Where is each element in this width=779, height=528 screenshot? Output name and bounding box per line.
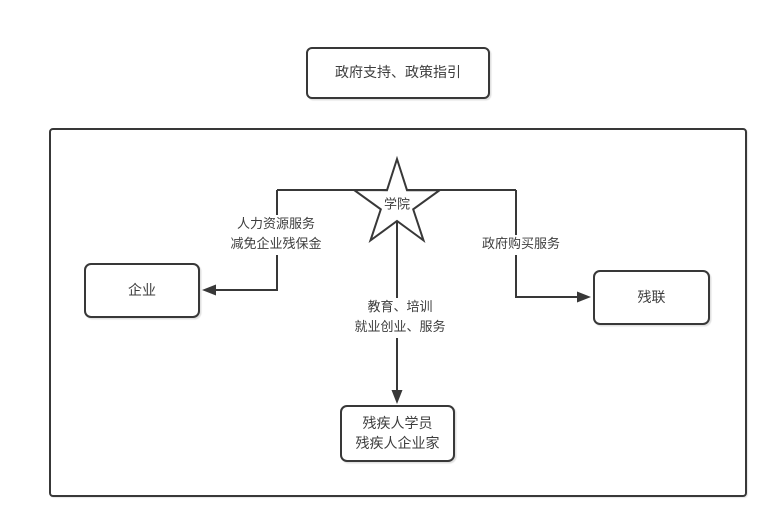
federation-box: 残联 xyxy=(593,270,710,325)
trainees-box: 残疾人学员 残疾人企业家 xyxy=(340,405,455,462)
government-support-box: 政府支持、政策指引 xyxy=(306,47,490,99)
trainees-label-line1: 残疾人学员 xyxy=(362,415,433,432)
arrowhead-right xyxy=(577,291,591,303)
edge-label-education-line1: 教育、培训 xyxy=(367,300,433,315)
arrowhead-down xyxy=(391,390,403,404)
trainees-label-line2: 残疾人企业家 xyxy=(355,435,440,452)
edge-label-hr-services-line2: 减免企业残保金 xyxy=(230,237,322,252)
edge-label-gov-purchase-line1: 政府购买服务 xyxy=(481,237,561,252)
edge-label-gov-purchase: 政府购买服务 xyxy=(479,235,563,255)
container-box xyxy=(49,128,747,497)
college-star xyxy=(351,155,443,244)
enterprise-box: 企业 xyxy=(84,263,200,318)
arrowhead-left xyxy=(202,284,216,296)
edge-label-hr-services-line1: 人力资源服务 xyxy=(236,217,316,232)
edge-label-education-line2: 就业创业、服务 xyxy=(354,320,446,335)
enterprise-label: 企业 xyxy=(128,282,156,299)
edge-label-education: 教育、培训 就业创业、服务 xyxy=(352,298,448,338)
connector-right xyxy=(515,190,579,298)
government-support-label: 政府支持、政策指引 xyxy=(335,65,461,81)
edge-label-hr-services: 人力资源服务 减免企业残保金 xyxy=(228,215,324,255)
federation-label: 残联 xyxy=(637,289,666,306)
college-star-label: 学院 xyxy=(383,197,411,213)
